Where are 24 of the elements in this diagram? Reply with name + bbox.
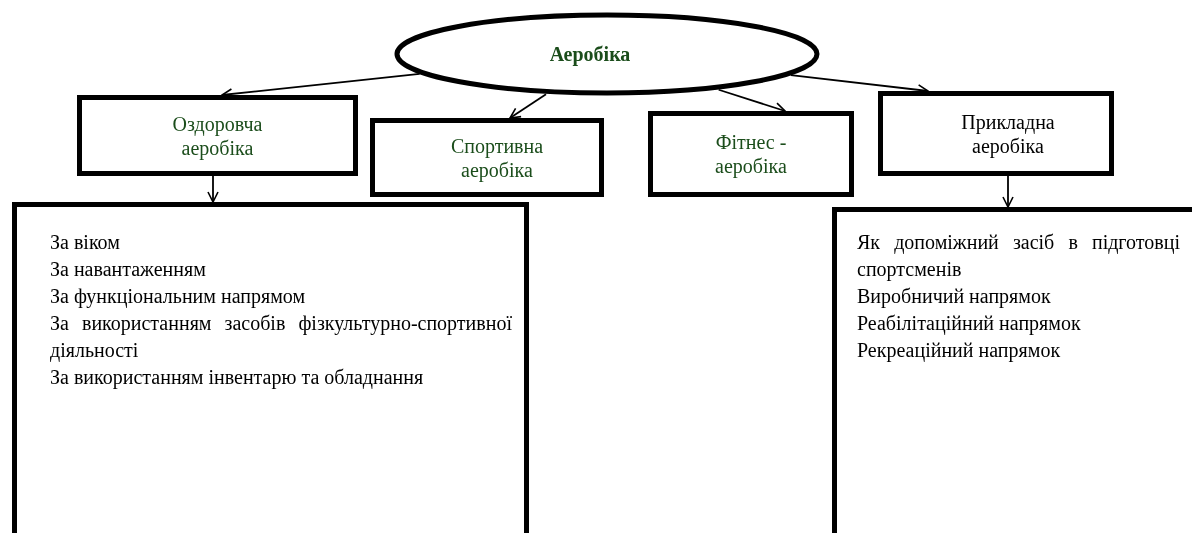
category-box	[878, 91, 1114, 176]
arrow	[717, 88, 786, 114]
category-box	[77, 95, 358, 176]
list-box	[12, 202, 529, 533]
category-box	[648, 111, 854, 197]
list-item: За навантаженням	[50, 257, 207, 282]
list-item: За використанням засобів фізкультурно-спортивної діяльності	[50, 311, 512, 364]
list-item: За використанням інвентарю та обладнання	[50, 365, 425, 391]
list-item: Рекреаційний напрямок	[857, 338, 1062, 364]
list-item: За віком	[50, 230, 121, 255]
box-label: Спортивна аеробіка	[449, 133, 545, 182]
list-item: За функціональним напрямом	[50, 284, 307, 310]
node-title: Аеробіка	[549, 42, 631, 66]
arrow	[509, 93, 547, 119]
list-item: Як допоміжний засіб в підготовці спортсменів	[857, 230, 1180, 283]
list-box	[832, 207, 1192, 533]
box-label: Оздоровча аеробіка	[171, 111, 264, 160]
list-item: Виробничий напрямок	[857, 284, 1052, 310]
arrow	[1002, 175, 1014, 208]
list-item: Реабілітаційний напрямок	[857, 311, 1082, 337]
box-label: Прикладна аеробіка	[960, 109, 1056, 158]
arrow	[207, 175, 219, 203]
box-label: Фітнес - аеробіка	[714, 130, 788, 178]
category-box	[370, 118, 604, 197]
